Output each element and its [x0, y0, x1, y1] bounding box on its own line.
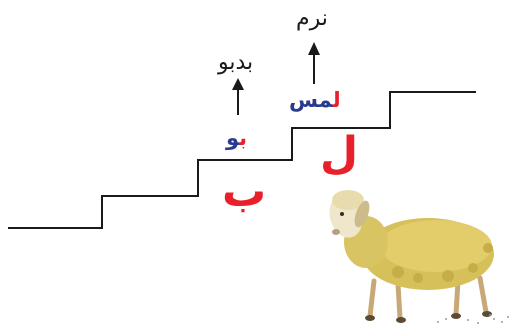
syllable-bu-blue: و	[226, 126, 240, 150]
sheep-illustration	[329, 190, 509, 324]
letter-be: ب	[222, 166, 267, 217]
arrow-up-left-icon	[232, 78, 244, 115]
letter-lam: ل	[320, 128, 359, 179]
syllable-bu: بو	[226, 128, 247, 149]
syllable-bu-red: ب	[239, 126, 248, 150]
word-badbu: بدبو	[218, 50, 254, 75]
word-narm: نرم	[296, 6, 328, 31]
syllable-lams-red: ل	[332, 88, 341, 112]
syllable-lams: لمس	[289, 90, 341, 111]
syllable-lams-blue: مس	[289, 88, 333, 112]
arrow-up-right-icon	[308, 42, 320, 84]
